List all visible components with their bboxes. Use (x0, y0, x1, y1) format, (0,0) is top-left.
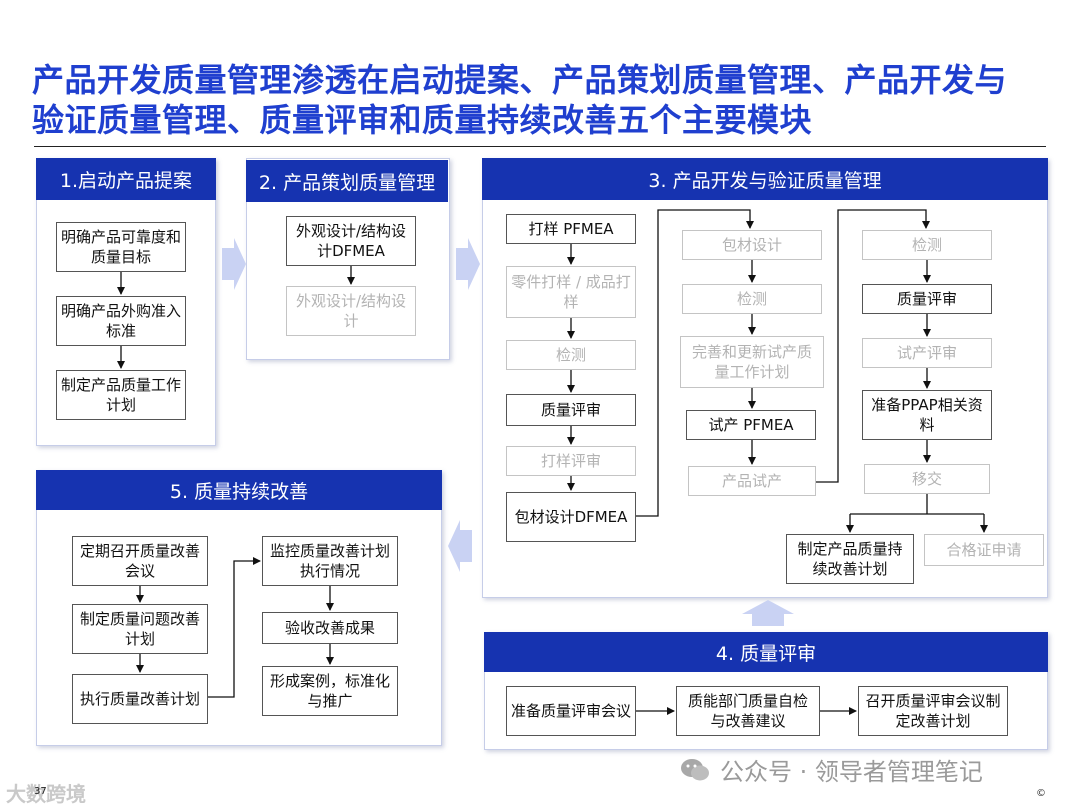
title-line-2: 验证质量管理、质量评审和质量持续改善五个主要模块 (32, 101, 813, 139)
s1-step-1: 明确产品可靠度和质量目标 (56, 222, 186, 272)
s3-col1-step-5: 打样评审 (506, 446, 636, 476)
s5-left-step-1: 定期召开质量改善会议 (72, 536, 208, 586)
title-line-1: 产品开发质量管理渗透在启动提案、产品策划质量管理、产品开发与 (32, 61, 1008, 99)
s2-step-1: 外观设计/结构设计DFMEA (286, 216, 416, 266)
section-5-header: 5. 质量持续改善 (36, 470, 442, 510)
watermark-right: 公众号 · 领导者管理笔记 (680, 752, 983, 787)
title-divider (34, 146, 1046, 147)
s3-col2-step-5: 产品试产 (688, 466, 816, 496)
s5-right-step-3: 形成案例，标准化与推广 (262, 666, 398, 716)
s5-right-step-1: 监控质量改善计划执行情况 (262, 536, 398, 586)
s1-step-3: 制定产品质量工作计划 (56, 370, 186, 420)
s3-col2-step-3: 完善和更新试产质量工作计划 (680, 336, 824, 388)
copyright-mark: © (1036, 788, 1046, 799)
watermark-left-text: 大数跨境 (6, 782, 86, 806)
flow-arrow-2-to-3 (456, 238, 480, 290)
s3-col3-step-4: 准备PPAP相关资料 (862, 390, 992, 440)
flow-arrow-1-to-2 (222, 238, 246, 290)
s3-output-1: 制定产品质量持续改善计划 (786, 534, 914, 584)
page-number: 37 (34, 786, 47, 797)
s2-step-2: 外观设计/结构设计 (286, 286, 416, 336)
s3-col3-step-5: 移交 (864, 464, 990, 494)
flow-arrow-3-to-5 (448, 520, 472, 572)
s3-col2-step-1: 包材设计 (682, 230, 822, 260)
s3-col1-step-2: 零件打样 / 成品打样 (506, 266, 636, 318)
s3-col2-step-4: 试产 PFMEA (686, 410, 816, 440)
section-1-header: 1.启动产品提案 (36, 158, 216, 200)
s5-right-step-2: 验收改善成果 (262, 612, 398, 644)
s5-left-step-2: 制定质量问题改善计划 (72, 604, 208, 654)
section-3-header: 3. 产品开发与验证质量管理 (482, 158, 1048, 200)
s3-col3-step-1: 检测 (862, 230, 992, 260)
section-4-header: 4. 质量评审 (484, 632, 1048, 672)
s3-col1-step-4: 质量评审 (506, 394, 636, 426)
s3-col2-step-2: 检测 (682, 284, 822, 314)
watermark-right-text: 公众号 · 领导者管理笔记 (720, 758, 983, 786)
s3-col1-step-6: 包材设计DFMEA (506, 492, 636, 542)
s1-step-2: 明确产品外购准入标准 (56, 296, 186, 346)
s3-col1-step-3: 检测 (506, 340, 636, 370)
s5-left-step-3: 执行质量改善计划 (72, 674, 208, 724)
section-2-header: 2. 产品策划质量管理 (246, 160, 448, 202)
s3-output-2: 合格证申请 (924, 534, 1044, 566)
s4-step-3: 召开质量评审会议制定改善计划 (858, 686, 1008, 736)
s4-step-1: 准备质量评审会议 (506, 686, 636, 736)
s3-col3-step-2: 质量评审 (862, 284, 992, 314)
wechat-icon (681, 758, 709, 780)
s3-col3-step-3: 试产评审 (862, 338, 992, 368)
s4-step-2: 质能部门质量自检与改善建议 (676, 686, 820, 736)
flow-arrow-4-to-3 (742, 600, 794, 626)
s3-col1-step-1: 打样 PFMEA (506, 214, 636, 244)
watermark-left: 大数跨境 (6, 778, 86, 807)
page-title: 产品开发质量管理渗透在启动提案、产品策划质量管理、产品开发与 验证质量管理、质量… (32, 60, 1052, 140)
